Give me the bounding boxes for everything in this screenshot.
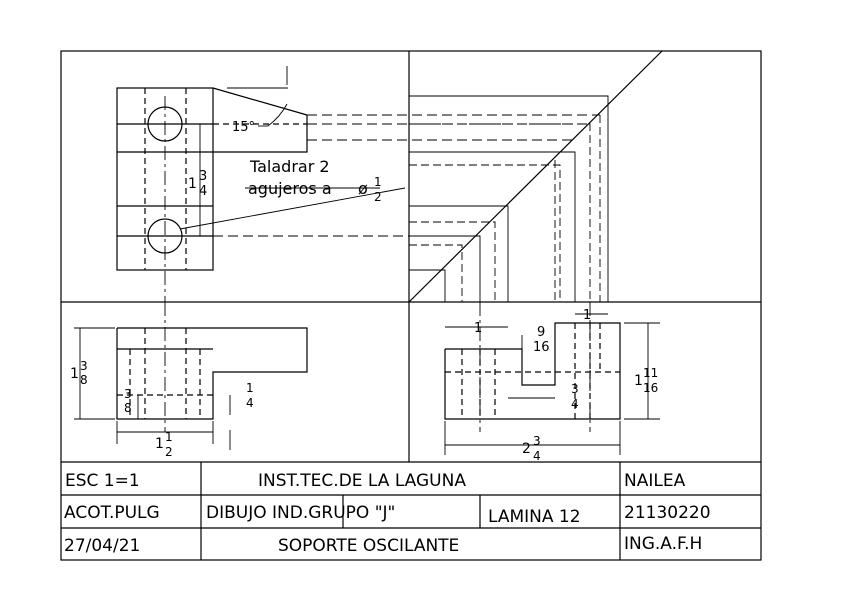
side-inner-den: 4 [571, 397, 579, 411]
side-height-den: 16 [643, 381, 658, 395]
side-projection-box [409, 95, 609, 302]
drill-fraction-den: 2 [374, 190, 382, 204]
top-spacing-dimension [196, 123, 204, 237]
side-slot-den: 16 [533, 340, 550, 355]
units-label: ACOT.PULG [64, 503, 160, 523]
front-inner-num: 3 [124, 387, 132, 401]
annotation-text: 15° Taladrar 2 agujeros a ø 1 2 1 3 4 1 … [70, 120, 658, 463]
side-width-num: 3 [533, 434, 541, 448]
front-height-whole: 1 [70, 366, 79, 382]
drill-note-line2: agujeros a [248, 179, 332, 198]
sheet-label: LAMINA 12 [488, 507, 581, 527]
front-height-den: 8 [80, 373, 88, 387]
date-label: 27/04/21 [64, 536, 140, 556]
front-view [116, 302, 308, 432]
diameter-symbol: ø [358, 179, 368, 198]
side-top-dim: 1 [583, 308, 591, 323]
front-width-den: 2 [165, 445, 173, 459]
side-dimensions [444, 313, 660, 455]
institution-label: INST.TEC.DE LA LAGUNA [258, 471, 466, 491]
top-spacing-whole: 1 [188, 176, 197, 192]
drill-note-line1: Taladrar 2 [249, 157, 330, 176]
top-spacing-num: 3 [199, 169, 207, 184]
drill-leaders [179, 187, 406, 230]
side-view [444, 302, 621, 432]
front-width-whole: 1 [155, 436, 164, 452]
angle-label: 15° [232, 120, 255, 135]
front-dimensions [74, 327, 231, 450]
title-block-text: ESC 1=1 INST.TEC.DE LA LAGUNA NAILEA ACO… [64, 471, 711, 556]
front-step-den: 4 [246, 396, 254, 410]
front-width-num: 1 [165, 430, 173, 444]
drawing-label: DIBUJO IND.GRUPO "J" [206, 503, 395, 523]
side-height-whole: 1 [634, 373, 643, 389]
side-width-whole: 2 [522, 441, 531, 457]
front-step-num: 1 [246, 381, 254, 395]
side-height-num: 11 [643, 366, 658, 380]
scale-label: ESC 1=1 [65, 471, 140, 491]
student-name: NAILEA [624, 471, 686, 491]
teacher-label: ING.A.F.H [624, 534, 702, 554]
miter-line [408, 50, 663, 303]
side-width-den: 4 [533, 449, 541, 463]
top-spacing-den: 4 [199, 184, 207, 199]
sheet-border [60, 50, 762, 561]
side-slot-num: 9 [537, 325, 545, 340]
title-block [61, 461, 761, 560]
student-id: 21130220 [624, 503, 711, 523]
drill-fraction-num: 1 [374, 175, 382, 189]
side-inner-num: 3 [571, 382, 579, 396]
front-inner-den: 8 [124, 401, 132, 415]
angle-annotation [227, 66, 288, 127]
side-left-dim: 1 [474, 321, 482, 336]
front-height-num: 3 [80, 359, 88, 373]
drawing-title: SOPORTE OSCILANTE [278, 536, 459, 556]
